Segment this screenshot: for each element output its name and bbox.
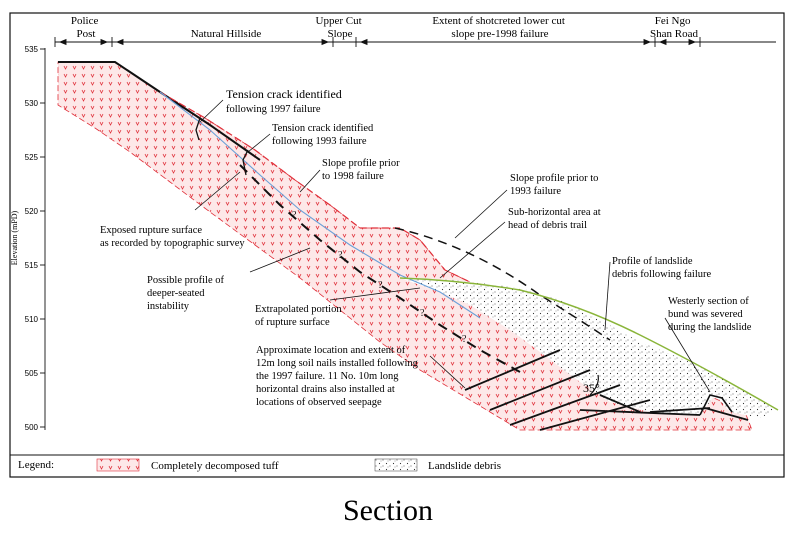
tension-crack-1993 [242,149,249,176]
bund-outline [699,394,733,416]
legend-swatch-tuff [96,458,140,472]
tick-label-515: 515 [25,261,39,270]
annotation-exposed-rupture: Exposed rupture surface as recorded by t… [100,225,245,249]
landslide-debris [400,278,778,418]
annotation-profile-1998: Slope profile prior to 1998 failure [322,158,402,182]
annotation-tension-1997: Tension crack identified following 1997 … [226,87,345,115]
angle-arc [589,374,599,396]
tick-label-510: 510 [25,315,39,324]
exposed-rupture-surface [159,91,481,319]
elevation-axis-title: Elevation (mPD) [10,210,19,265]
tick-label-505: 505 [25,369,39,378]
zone-police-post: Police Post [71,15,101,40]
annotation-debris-profile: Profile of landslide debris following fa… [612,256,711,280]
tick-label-520: 520 [25,207,39,216]
annotation-sub-horizontal: Sub-horizontal area at head of debris tr… [508,207,603,231]
legend-swatch-debris [374,458,418,472]
zone-fei-ngo-shan-road: Fei Ngo Shan Road [650,15,698,40]
annotation-extrapolated: Extrapolated portion of rupture surface [255,304,344,328]
deeper-seated-profile [239,164,521,373]
legend-label-tuff: Completely decomposed tuff [151,460,279,472]
soil-nails [464,349,749,431]
uncertainty-marks: ?? ??? [292,210,467,345]
legend-label-debris: Landslide debris [428,460,501,472]
annotation-soil-nails: Approximate location and extent of 12m l… [256,345,421,408]
annotation-bund: Westerly section of bund was severed dur… [668,296,752,333]
svg-text:?: ? [462,334,467,345]
legend-title: Legend: [18,459,54,471]
elevation-ticks [40,48,45,428]
debris-profile-line [399,277,779,411]
profile-prior-1993 [394,227,611,341]
tick-label-500: 500 [25,423,39,432]
tick-label-535: 535 [25,45,39,54]
svg-text:?: ? [420,308,425,319]
figure-caption: Section [343,494,433,527]
annotation-deeper-seated: Possible profile of deeper-seated instab… [147,275,227,312]
profile-prior-1998 [159,91,471,283]
diagram-frame [9,12,785,478]
zone-natural-hillside: Natural Hillside [191,28,262,40]
svg-text:?: ? [378,280,383,291]
zone-shotcreted: Extent of shotcreted lower cut slope pre… [432,15,567,40]
zone-extent-arrows [54,37,776,47]
tension-crack-1997 [195,117,201,141]
angle-label: 35° [583,381,600,395]
annotation-profile-1993: Slope profile prior to 1993 failure [510,173,601,197]
svg-text:?: ? [338,250,343,261]
zone-upper-cut-slope: Upper Cut Slope [316,15,365,40]
tick-label-525: 525 [25,153,39,162]
tick-label-530: 530 [25,99,39,108]
annotation-tension-1993: Tension crack identified following 1993 … [272,123,376,147]
svg-text:?: ? [292,210,297,221]
leader-lines [194,99,711,393]
